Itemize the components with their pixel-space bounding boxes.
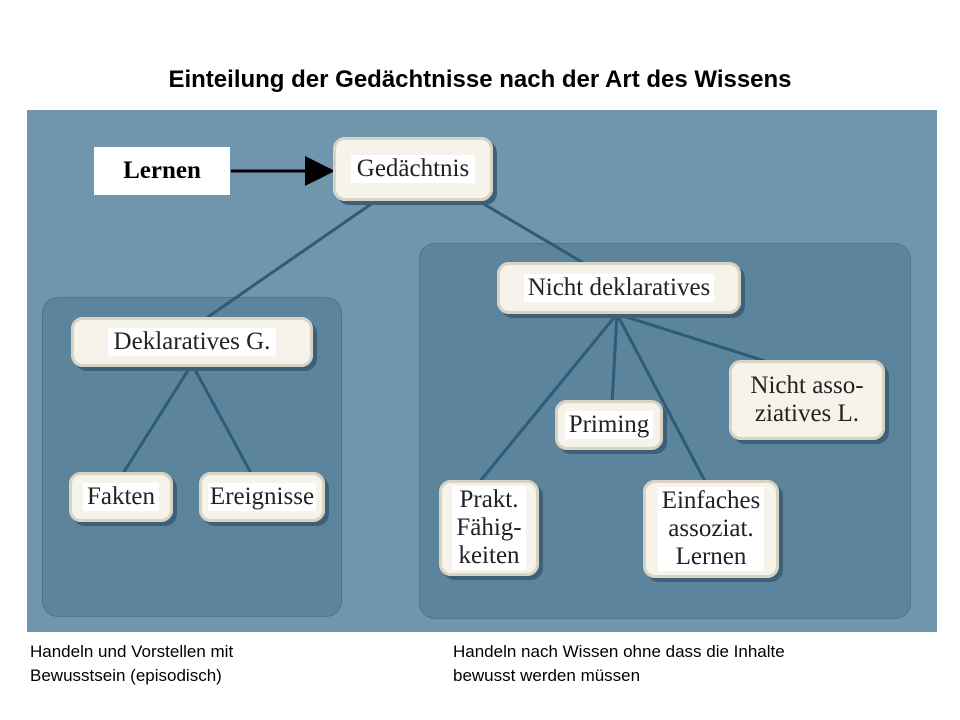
node-gedaechtnis: Gedächtnis [333,137,493,201]
node-nicht-deklaratives: Nicht deklaratives [497,262,741,314]
edge-nd-nichtasso [616,312,788,370]
edge-nd-priming [610,313,619,405]
node-ereignisse-label: Ereignisse [207,483,317,511]
caption-left: Handeln und Vorstellen mit Bewusstsein (… [30,642,234,685]
edge-nd-prakt [475,313,619,486]
memory-diagram: Gedächtnis Deklaratives G. Nicht deklara… [27,110,937,632]
node-nicht-assoziatives: Nicht asso- ziatives L. [729,360,885,440]
node-einfaches-lernen: Einfaches assoziat. Lernen [643,480,779,578]
node-deklaratives: Deklaratives G. [71,317,313,367]
node-nicht-assoziatives-label: Nicht asso- ziatives L. [750,372,864,427]
edge-deklarativ-fakten [120,363,194,476]
node-prakt-faehigkeiten-label: Prakt. Fähig- keiten [452,486,526,570]
diagram-title: Einteilung der Gedächtnisse nach der Art… [168,66,792,93]
lernen-box: Lernen [94,147,230,195]
edge-nd-einfaches [615,313,709,486]
node-einfaches-lernen-label: Einfaches assoziat. Lernen [657,487,765,571]
node-fakten: Fakten [69,472,173,522]
caption-right: Handeln nach Wissen ohne dass die Inhalt… [453,642,785,685]
node-nicht-deklaratives-label: Nicht deklaratives [523,274,715,302]
node-priming: Priming [555,400,663,450]
edge-deklarativ-ereignisse [190,363,254,476]
node-gedaechtnis-label: Gedächtnis [350,155,476,183]
node-priming-label: Priming [564,411,654,439]
node-prakt-faehigkeiten: Prakt. Fähig- keiten [439,480,539,576]
edge-gedaechtnis-deklarativ [191,198,378,330]
node-fakten-label: Fakten [82,483,160,511]
edge-layer [120,156,788,486]
node-ereignisse: Ereignisse [199,472,325,522]
node-deklaratives-label: Deklaratives G. [107,328,277,356]
edge-gedaechtnis-nichtdeklarativ [476,198,593,270]
